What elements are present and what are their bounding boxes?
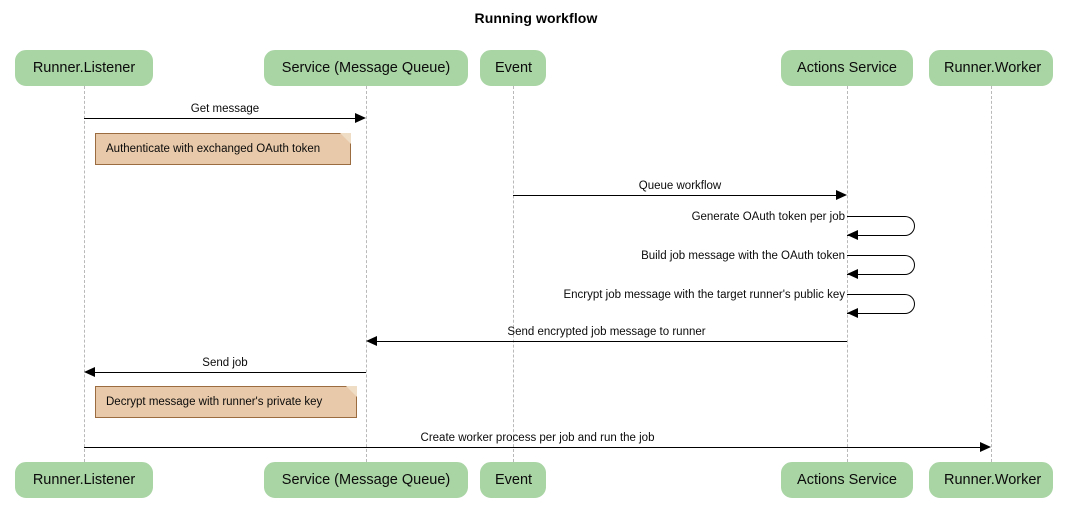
participant-header-runner-listener[interactable]: Runner.Listener — [15, 50, 153, 86]
note-decrypt: Decrypt message with runner's private ke… — [95, 386, 357, 418]
note-authenticate: Authenticate with exchanged OAuth token — [95, 133, 351, 165]
message-label-queue-workflow: Queue workflow — [638, 180, 722, 192]
note-fold-icon — [340, 133, 351, 144]
participant-footer-runner-listener[interactable]: Runner.Listener — [15, 462, 153, 498]
message-label-send-job: Send job — [202, 357, 248, 369]
note-fold-icon — [346, 386, 357, 397]
message-arrowhead-create-worker-process — [980, 442, 991, 452]
message-selfloop-encrypt-job-message — [847, 294, 915, 314]
message-selfloop-build-job-message — [847, 255, 915, 275]
message-arrowhead-generate-oauth-token — [847, 230, 858, 240]
message-arrowhead-build-job-message — [847, 269, 858, 279]
message-line-send-job — [95, 372, 366, 373]
participant-footer-service-message-queue[interactable]: Service (Message Queue) — [264, 462, 468, 498]
message-label-get-message: Get message — [190, 103, 260, 115]
lifeline-runner-listener — [84, 86, 85, 462]
message-line-queue-workflow — [513, 195, 836, 196]
message-label-generate-oauth-token: Generate OAuth token per job — [691, 211, 845, 223]
participant-footer-runner-worker[interactable]: Runner.Worker — [929, 462, 1053, 498]
message-arrowhead-get-message — [355, 113, 366, 123]
lifeline-service-message-queue — [366, 86, 367, 462]
note-authenticate-text: Authenticate with exchanged OAuth token — [106, 143, 321, 155]
participant-footer-actions-service[interactable]: Actions Service — [781, 462, 913, 498]
message-line-send-encrypted-job-message — [377, 341, 847, 342]
message-selfloop-generate-oauth-token — [847, 216, 915, 236]
message-label-send-encrypted-job-message: Send encrypted job message to runner — [507, 326, 706, 338]
participant-header-actions-service[interactable]: Actions Service — [781, 50, 913, 86]
message-label-encrypt-job-message: Encrypt job message with the target runn… — [563, 289, 845, 301]
message-arrowhead-send-job — [84, 367, 95, 377]
lifeline-event — [513, 86, 514, 462]
message-arrowhead-encrypt-job-message — [847, 308, 858, 318]
participant-header-service-message-queue[interactable]: Service (Message Queue) — [264, 50, 468, 86]
note-decrypt-text: Decrypt message with runner's private ke… — [106, 396, 323, 408]
diagram-title: Running workflow — [474, 10, 598, 26]
message-arrowhead-queue-workflow — [836, 190, 847, 200]
message-label-create-worker-process: Create worker process per job and run th… — [420, 432, 655, 444]
participant-footer-event[interactable]: Event — [480, 462, 546, 498]
participant-header-event[interactable]: Event — [480, 50, 546, 86]
message-label-build-job-message: Build job message with the OAuth token — [641, 250, 845, 262]
message-line-get-message — [84, 118, 355, 119]
participant-header-runner-worker[interactable]: Runner.Worker — [929, 50, 1053, 86]
message-line-create-worker-process — [84, 447, 980, 448]
lifeline-runner-worker — [991, 86, 992, 462]
message-arrowhead-send-encrypted-job-message — [366, 336, 377, 346]
